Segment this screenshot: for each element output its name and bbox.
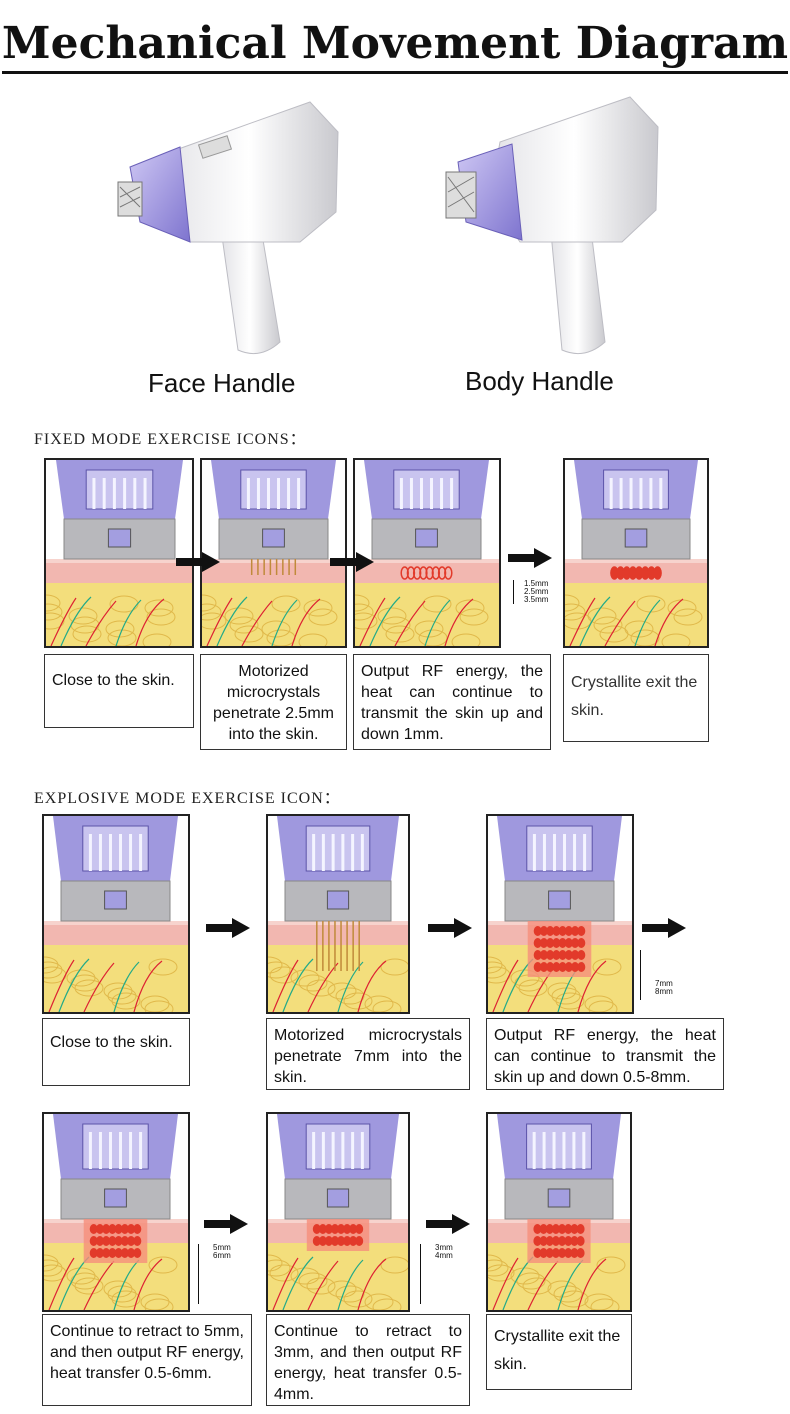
arrow-icon bbox=[426, 1214, 470, 1234]
explosive-step-5-depth-labels: 3mm 4mm bbox=[420, 1244, 453, 1304]
arrow-icon bbox=[330, 552, 374, 572]
explosive-step-1-caption: Close to the skin. bbox=[42, 1018, 190, 1086]
explosive-step-4-image bbox=[42, 1112, 190, 1312]
explosive-step-5-caption: Continue to retract to 3mm, and then out… bbox=[266, 1314, 470, 1406]
explosive-step-1-image bbox=[42, 814, 190, 1014]
fixed-step-2-caption: Motorized microcrystals penetrate 2.5mm … bbox=[200, 654, 347, 750]
fixed-step-3-image bbox=[353, 458, 501, 648]
arrow-icon bbox=[206, 918, 250, 938]
explosive-step-6-image bbox=[486, 1112, 632, 1312]
explosive-step-6-caption: Crystallite exit the skin. bbox=[486, 1314, 632, 1390]
body-handle-image bbox=[440, 92, 680, 362]
face-handle-image bbox=[110, 92, 350, 362]
explosive-step-2-caption: Motorized microcrystals penetrate 7mm in… bbox=[266, 1018, 470, 1090]
arrow-icon bbox=[204, 1214, 248, 1234]
explosive-step-4-caption: Continue to retract to 5mm, and then out… bbox=[42, 1314, 252, 1406]
page-title: Mechanical Movement Diagram bbox=[0, 18, 790, 74]
explosive-step-2-image bbox=[266, 814, 410, 1014]
arrow-icon bbox=[428, 918, 472, 938]
face-handle-label: Face Handle bbox=[148, 368, 296, 398]
arrow-icon bbox=[642, 918, 686, 938]
explosive-step-3-depth-labels: 7mm 8mm bbox=[640, 950, 673, 1000]
explosive-step-3-image bbox=[486, 814, 634, 1014]
body-handle-label: Body Handle bbox=[465, 366, 614, 396]
fixed-step-3-caption: Output RF energy, the heat can continue … bbox=[353, 654, 551, 750]
fixed-step-4-image bbox=[563, 458, 709, 648]
arrow-icon bbox=[176, 552, 220, 572]
explosive-step-3-caption: Output RF energy, the heat can continue … bbox=[486, 1018, 724, 1090]
fixed-mode-section-title: FIXED MODE EXERCISE ICONS： bbox=[34, 431, 307, 448]
explosive-step-5-image bbox=[266, 1112, 410, 1312]
explosive-mode-section-title: EXPLOSIVE MODE EXERCISE ICON： bbox=[34, 790, 341, 807]
fixed-step-1-image bbox=[44, 458, 194, 648]
arrow-icon bbox=[508, 548, 552, 568]
fixed-step-4-caption: Crystallite exit the skin. bbox=[563, 654, 709, 742]
fixed-step-2-image bbox=[200, 458, 347, 648]
fixed-step-1-caption: Close to the skin. bbox=[44, 654, 194, 728]
fixed-depth-labels: 1.5mm 2.5mm 3.5mm bbox=[513, 580, 548, 604]
explosive-step-4-depth-labels: 5mm 6mm bbox=[198, 1244, 231, 1304]
